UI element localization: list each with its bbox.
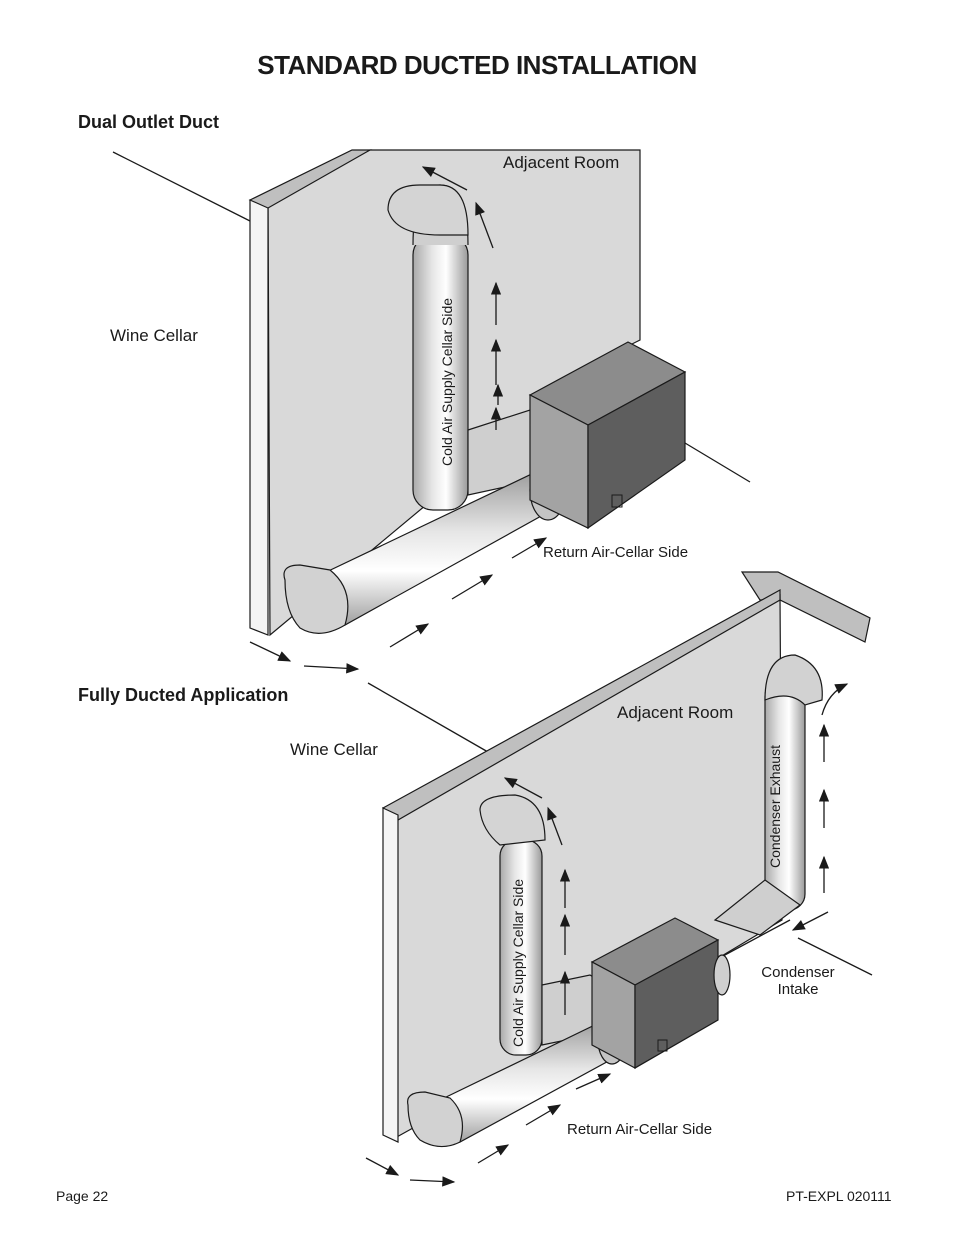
figure2-intake-label: Condenser Intake xyxy=(758,964,838,998)
figure1-adjacent-room-label: Adjacent Room xyxy=(503,153,620,172)
intake-label-line2: Intake xyxy=(777,981,819,998)
figure1-wine-cellar-label: Wine Cellar xyxy=(110,326,198,345)
page-number: Page 22 xyxy=(56,1188,109,1204)
figure1-return-label: Return Air-Cellar Side xyxy=(543,544,689,561)
figure2-heading: Fully Ducted Application xyxy=(78,685,289,705)
figure1-supply-label: Cold Air Supply Cellar Side xyxy=(439,297,455,466)
unit-side xyxy=(587,370,686,530)
figure2-adjacent-room-label: Adjacent Room xyxy=(617,703,734,722)
figure1-diagram xyxy=(112,149,751,753)
figure2-wine-cellar-label: Wine Cellar xyxy=(290,740,378,759)
page-title: STANDARD DUCTED INSTALLATION xyxy=(257,50,697,80)
document-code: PT-EXPL 020111 xyxy=(786,1188,892,1204)
intake-label-line1: Condenser xyxy=(761,964,835,981)
figure2-return-label: Return Air-Cellar Side xyxy=(567,1121,713,1138)
figure2-supply-label: Cold Air Supply Cellar Side xyxy=(510,878,526,1047)
figure2-exhaust-label: Condenser Exhaust xyxy=(767,745,783,868)
figure2-diagram xyxy=(365,571,873,1187)
wall-edge xyxy=(249,199,269,636)
figure1-heading: Dual Outlet Duct xyxy=(78,112,220,132)
